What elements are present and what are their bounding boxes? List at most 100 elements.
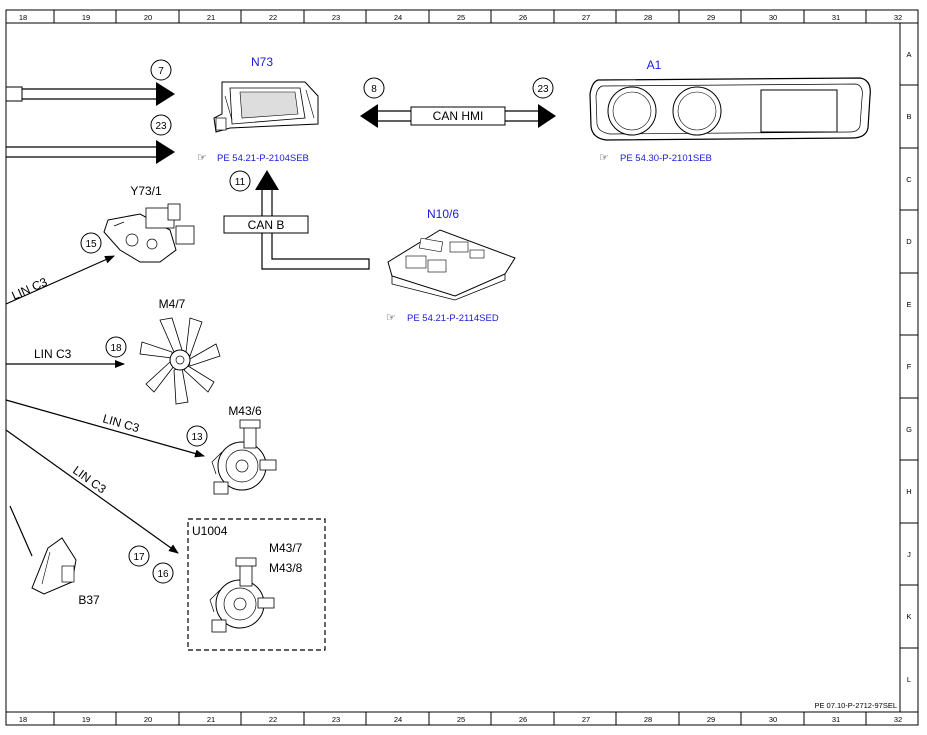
col-label: 23 [332, 13, 340, 22]
col-label: 26 [519, 13, 527, 22]
col-label: 24 [394, 13, 402, 22]
connector-circle [150, 114, 172, 136]
connector-circle [229, 170, 251, 192]
row-label: A [906, 50, 911, 59]
col-label: 19 [82, 715, 90, 724]
m43-6-pump [211, 419, 277, 495]
col-label: 30 [769, 13, 777, 22]
connector-number: 13 [191, 432, 203, 443]
col-label: 32 [894, 715, 902, 724]
m43-7-label: M43/7 [269, 541, 303, 555]
n73-reference[interactable]: ☞ PE 54.21-P-2104SEB [197, 152, 309, 164]
connector-number: 18 [110, 343, 122, 354]
col-label: 19 [82, 13, 90, 22]
row-label: K [906, 612, 911, 621]
col-label: 20 [144, 13, 152, 22]
a1-reference[interactable]: ☞ PE 54.30-P-2101SEB [599, 152, 712, 164]
col-label: 27 [582, 715, 590, 724]
a1-label: A1 [647, 58, 662, 72]
n73-module [213, 81, 319, 133]
b37-label: B37 [78, 593, 100, 607]
can-b-bus [223, 170, 370, 270]
col-label: 22 [269, 13, 277, 22]
connector-circle [152, 562, 174, 584]
col-label: 32 [894, 13, 902, 22]
col-label: 30 [769, 715, 777, 724]
row-label: J [907, 550, 911, 559]
connector-circle [105, 336, 127, 358]
n10-6-reference[interactable]: ☞ PE 54.21-P-2114SED [386, 312, 499, 324]
col-label: 28 [644, 715, 652, 724]
bus-arrow-7 [5, 82, 175, 106]
col-label: 25 [457, 715, 465, 724]
a1-reference-link[interactable]: PE 54.30-P-2101SEB [620, 153, 712, 164]
connector-number: 7 [158, 66, 164, 77]
col-label: 29 [707, 715, 715, 724]
m43-8-label: M43/8 [269, 561, 303, 575]
lin-c3-label: LIN C3 [101, 411, 141, 435]
row-label: L [907, 675, 911, 684]
lin-c3-line-u1004 [5, 429, 179, 554]
row-label: H [906, 487, 911, 496]
col-label: 23 [332, 715, 340, 724]
row-label: B [906, 112, 911, 121]
a1-instrument-cluster [589, 77, 871, 141]
connector-number: 11 [235, 177, 246, 188]
u1004-label: U1004 [192, 524, 228, 538]
row-label: D [906, 237, 912, 246]
connector-circle [150, 59, 172, 81]
m43-7-8-pump [209, 557, 275, 633]
lin-c3-label: LIN C3 [34, 347, 72, 361]
row-label: E [906, 300, 911, 309]
row-labels: A B C D E F G H J K L [906, 50, 912, 684]
col-label: 18 [19, 715, 27, 724]
y73-1-valve [103, 203, 195, 263]
col-label: 26 [519, 715, 527, 724]
col-label: 25 [457, 13, 465, 22]
connector-circle [80, 232, 102, 254]
pointing-hand-icon: ☞ [599, 152, 609, 164]
can-b-label: CAN B [248, 218, 285, 232]
y73-1-label: Y73/1 [130, 184, 162, 198]
b37-line [9, 505, 33, 557]
bus-arrow-23 [6, 140, 175, 164]
column-labels-top: 18 19 20 21 22 23 24 25 26 27 28 29 30 3… [19, 13, 902, 22]
connector-number: 8 [371, 84, 377, 95]
col-label: 24 [394, 715, 402, 724]
connector-circle [128, 545, 150, 567]
m4-7-label: M4/7 [159, 297, 186, 311]
col-label: 29 [707, 13, 715, 22]
m4-7-fan [139, 317, 221, 405]
row-label: C [906, 175, 912, 184]
column-labels-bottom: 18 19 20 21 22 23 24 25 26 27 28 29 30 3… [19, 715, 902, 724]
n10-6-module [387, 229, 516, 301]
can-hmi-bus [360, 104, 556, 128]
document-reference: PE 07.10-P-2712-97SEL [814, 701, 897, 710]
col-label: 22 [269, 715, 277, 724]
connector-number: 23 [155, 121, 167, 132]
lin-c3-line-y73 [5, 255, 115, 305]
connector-number: 16 [157, 569, 169, 580]
pointing-hand-icon: ☞ [386, 312, 396, 324]
connector-number: 15 [85, 239, 97, 250]
lin-c3-label: LIN C3 [10, 275, 50, 303]
col-label: 31 [832, 715, 840, 724]
col-label: 28 [644, 13, 652, 22]
u1004-group-box [187, 518, 326, 651]
n73-label: N73 [251, 55, 273, 69]
m43-6-label: M43/6 [228, 404, 262, 418]
col-label: 27 [582, 13, 590, 22]
connector-circle [363, 77, 385, 99]
lin-c3-line-m43-6 [5, 399, 205, 458]
pointing-hand-icon: ☞ [197, 152, 207, 164]
connector-number: 17 [133, 552, 145, 563]
connector-circle [186, 425, 208, 447]
row-label: F [907, 362, 912, 371]
col-label: 31 [832, 13, 840, 22]
grid-frame [5, 9, 919, 726]
col-label: 21 [207, 13, 215, 22]
n73-reference-link[interactable]: PE 54.21-P-2104SEB [217, 153, 309, 164]
n10-6-reference-link[interactable]: PE 54.21-P-2114SED [407, 313, 499, 324]
connector-circle [532, 77, 554, 99]
